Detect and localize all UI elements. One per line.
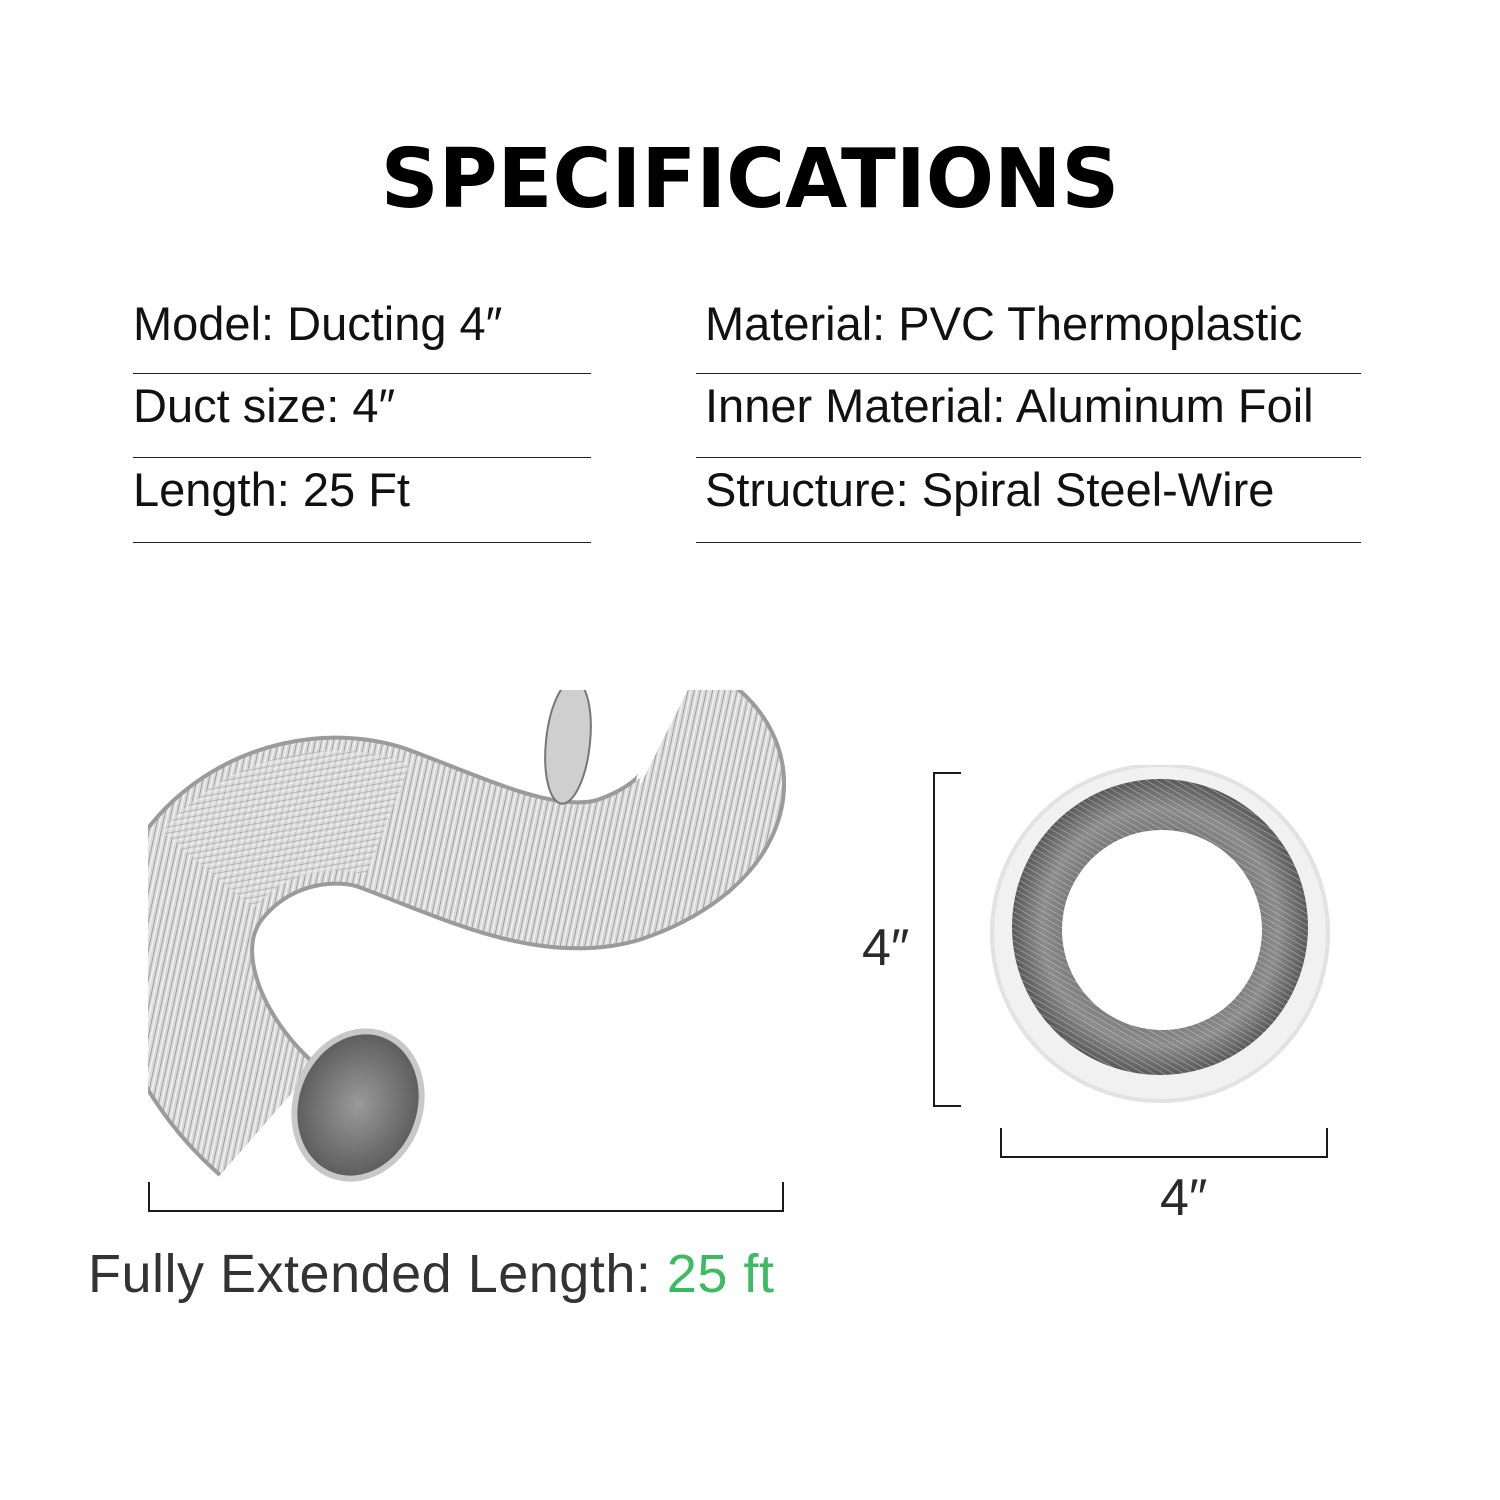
width-dimension-label: 4″	[1160, 1169, 1208, 1227]
spec-length: Length: 25 Ft	[133, 463, 410, 516]
spec-row-model: Model: Ducting 4″	[133, 292, 591, 374]
spec-duct-size: Duct size: 4″	[133, 379, 396, 432]
width-dimension-bracket	[1000, 1128, 1328, 1158]
page-title: SPECIFICATIONS	[380, 132, 1120, 227]
extended-length-label: Fully Extended Length:	[88, 1244, 667, 1304]
duct-hose-icon	[104, 662, 786, 1182]
spec-model: Model: Ducting 4″	[133, 297, 503, 350]
spec-row-length: Length: 25 Ft	[133, 458, 591, 543]
spec-row-material: Material: PVC Thermoplastic	[696, 292, 1361, 374]
spec-inner-material: Inner Material: Aluminum Foil	[705, 379, 1314, 432]
height-dimension-label: 4″	[862, 919, 910, 977]
length-dimension-bracket	[148, 1182, 784, 1212]
height-dimension-bracket	[933, 772, 961, 1107]
spec-structure: Structure: Spiral Steel-Wire	[705, 463, 1275, 516]
duct-cross-section-icon	[990, 763, 1330, 1103]
spec-row-inner-material: Inner Material: Aluminum Foil	[696, 374, 1361, 458]
spec-row-duct-size: Duct size: 4″	[133, 374, 591, 458]
hose-image	[104, 662, 788, 1185]
extended-length-value: 25 ft	[666, 1244, 775, 1304]
extended-length-caption: Fully Extended Length: 25 ft	[88, 1242, 774, 1306]
spec-list-left: Model: Ducting 4″ Duct size: 4″ Length: …	[133, 292, 591, 543]
spec-list-right: Material: PVC Thermoplastic Inner Materi…	[696, 292, 1361, 543]
spec-row-structure: Structure: Spiral Steel-Wire	[696, 458, 1361, 543]
spec-material: Material: PVC Thermoplastic	[705, 297, 1303, 350]
cross-section-image	[990, 763, 1335, 1110]
